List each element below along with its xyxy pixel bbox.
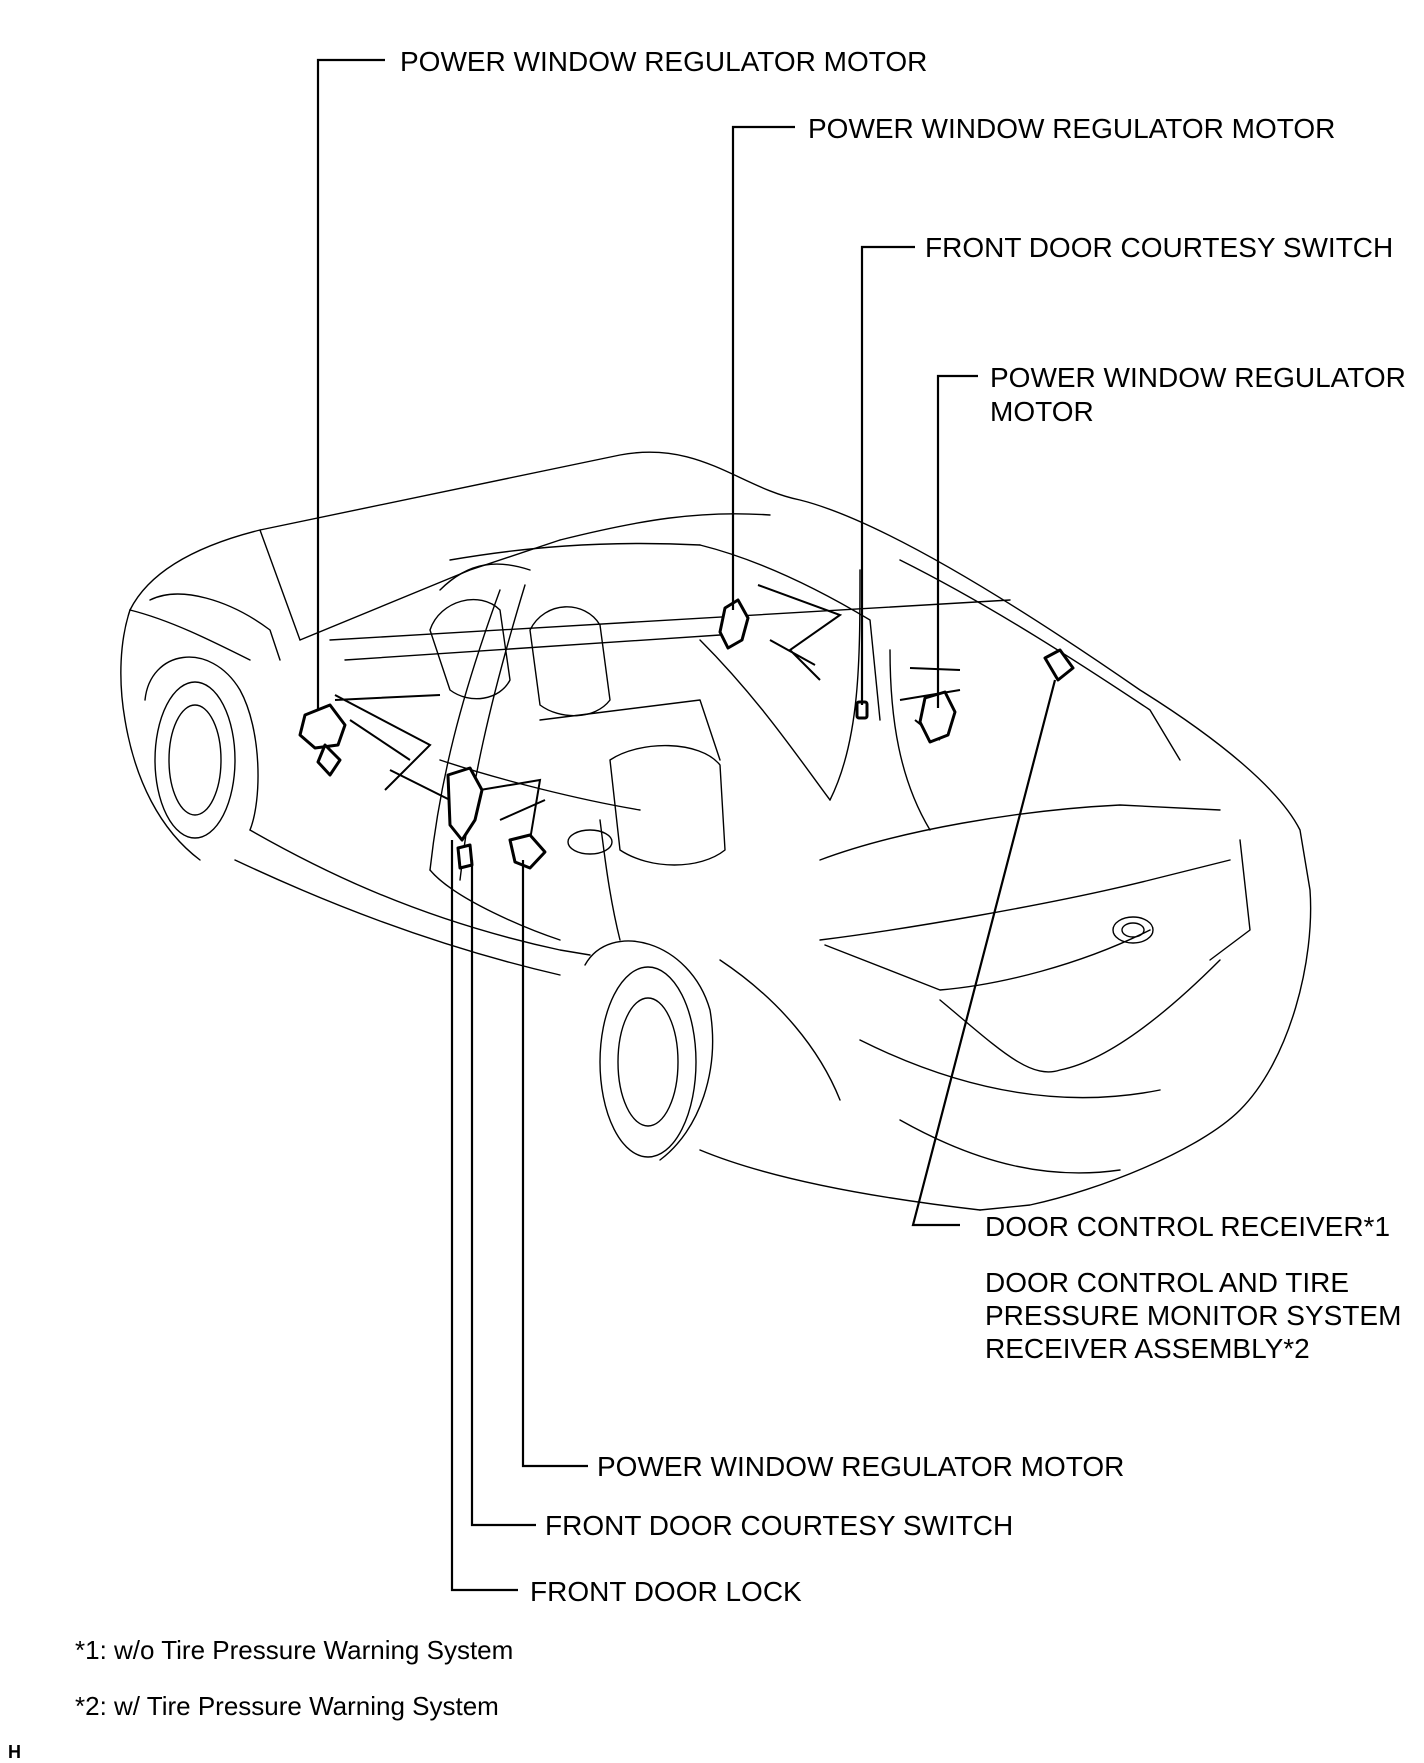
footnote-1: *1: w/o Tire Pressure Warning System [75, 1635, 513, 1665]
component-door-control-receiver [1043, 648, 1075, 682]
car-illustration [120, 451, 1312, 1211]
label-power-window-motor-front-right-line1: POWER WINDOW REGULATOR [990, 362, 1406, 393]
corner-mark: H [8, 1742, 21, 1762]
label-receiver-assembly-line2: PRESSURE MONITOR SYSTEM [985, 1300, 1401, 1331]
footnote-2: *2: w/ Tire Pressure Warning System [75, 1691, 499, 1721]
leader-lines [316, 58, 1057, 1592]
label-front-door-courtesy-switch-left: FRONT DOOR COURTESY SWITCH [545, 1510, 1013, 1541]
label-power-window-motor-rear-left: POWER WINDOW REGULATOR MOTOR [400, 46, 927, 77]
label-front-door-lock: FRONT DOOR LOCK [530, 1576, 802, 1607]
label-front-door-courtesy-switch-right: FRONT DOOR COURTESY SWITCH [925, 232, 1393, 263]
label-power-window-motor-rear-right: POWER WINDOW REGULATOR MOTOR [808, 113, 1335, 144]
component-right-front-motor [899, 667, 961, 744]
label-power-window-motor-front-right-line2: MOTOR [990, 396, 1094, 427]
label-door-control-receiver: DOOR CONTROL RECEIVER*1 [985, 1211, 1390, 1242]
component-left-rear-motor [298, 694, 451, 801]
label-power-window-motor-front-left: POWER WINDOW REGULATOR MOTOR [597, 1451, 1124, 1482]
label-receiver-assembly-line3: RECEIVER ASSEMBLY*2 [985, 1333, 1310, 1364]
component-right-rear-motor [718, 584, 843, 681]
component-left-front-lock-and-motor [446, 766, 547, 870]
label-receiver-assembly-line1: DOOR CONTROL AND TIRE [985, 1267, 1349, 1298]
